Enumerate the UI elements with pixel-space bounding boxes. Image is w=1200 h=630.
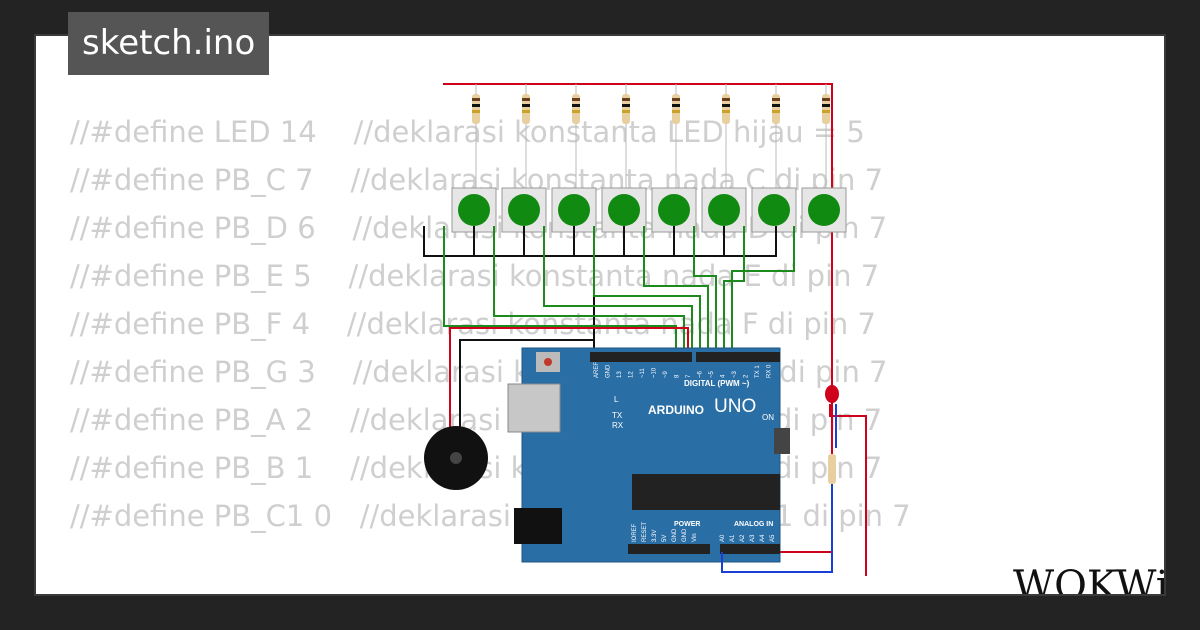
analog-label: ANALOG IN: [734, 521, 773, 528]
pin-label: A2: [740, 534, 746, 542]
pushbutton-icon[interactable]: [801, 187, 847, 233]
pin-label: 8: [675, 374, 681, 378]
wire-black-buzzer: [459, 339, 595, 428]
resistor-icon[interactable]: [572, 84, 580, 194]
tx-label: TX: [612, 411, 623, 420]
pin-label: 12: [629, 371, 635, 378]
digital-label: DIGITAL (PWM ~): [684, 379, 750, 388]
microcontroller-chip: [632, 474, 780, 510]
pin-label: 5V: [662, 535, 668, 542]
reset-button-cap: [544, 358, 552, 366]
pushbutton-icon[interactable]: [451, 187, 497, 233]
circuit-diagram: ARDUINO UNO ON L TX RX DIGITAL (PWM ~) P…: [423, 83, 867, 576]
pin-label: AREF: [594, 362, 600, 378]
header-analog: [720, 544, 780, 554]
header-power: [628, 544, 710, 554]
pin-label: 2: [744, 374, 750, 378]
usb-port: [507, 383, 561, 433]
pushbutton-icon[interactable]: [751, 187, 797, 233]
pin-label: A3: [750, 534, 756, 542]
pin-label: GND: [672, 528, 678, 542]
buzzer[interactable]: [424, 426, 488, 490]
board-model: UNO: [714, 396, 756, 417]
resistor-icon[interactable]: [622, 84, 630, 194]
power-pin-labels: IOREF RESET 3.3V 5V GND GND Vin: [632, 522, 698, 542]
pin-label: ~6: [698, 370, 704, 378]
code-line: //#define PB_E 5 //deklarasi konstanta n…: [70, 259, 880, 293]
pin-label: GND: [606, 364, 612, 378]
wokwi-logo: WOKWi: [1013, 563, 1166, 596]
pushbutton-icon[interactable]: [601, 187, 647, 233]
resistor-icon: [828, 454, 836, 484]
rx-label: RX: [612, 421, 624, 430]
code-line: //#define PB_C 7 //deklarasi konstanta n…: [70, 163, 884, 197]
preview-card: //#define LED 14 //deklarasi konstanta L…: [34, 34, 1166, 596]
board-brand: ARDUINO: [648, 403, 704, 417]
led-resistor[interactable]: [721, 454, 836, 573]
pin-label: ~9: [663, 370, 669, 378]
icsp-header: [774, 428, 790, 454]
resistor-icon[interactable]: [672, 84, 680, 194]
pin-label: ~3: [732, 370, 738, 378]
wire-red-buzzer: [449, 327, 689, 428]
wire-black-bus: [423, 226, 777, 354]
pin-label: 4: [721, 374, 727, 378]
pin-label: ~10: [652, 367, 658, 378]
pin-label: 7: [686, 374, 692, 378]
on-label: ON: [762, 413, 774, 422]
pin-label: Vin: [692, 533, 698, 542]
resistor-icon[interactable]: [472, 84, 480, 194]
pin-label: A4: [760, 534, 766, 542]
pin-label: 3.3V: [652, 530, 658, 542]
pin-label: RESET: [642, 522, 648, 542]
pushbutton-row: [451, 187, 847, 233]
pushbutton-icon[interactable]: [501, 187, 547, 233]
header-top-left: [590, 352, 692, 362]
pin-label: A0: [720, 534, 726, 542]
analog-pin-labels: A0 A1 A2 A3 A4 A5: [720, 534, 776, 542]
pin-label: IOREF: [632, 523, 638, 542]
led-red-icon: [825, 385, 839, 403]
top-pin-labels: AREF GND 13 12 ~11 ~10 ~9 8 7 ~6 ~5 4 ~3 2 TX 1 RX 0: [594, 362, 773, 378]
wokwi-logo-text: WOKWi: [1013, 563, 1166, 596]
pin-label: A5: [770, 534, 776, 542]
pin-label: ~5: [709, 370, 715, 378]
code-line: //#define PB_F 4 //deklarasi konstanta n…: [70, 307, 876, 341]
resistor-icon[interactable]: [822, 84, 830, 194]
pin-label: GND: [682, 528, 688, 542]
pin-label: TX 1: [755, 365, 761, 378]
pin-label: ~11: [640, 368, 646, 378]
resistor-icon[interactable]: [722, 84, 730, 194]
pushbutton-icon[interactable]: [701, 187, 747, 233]
resistor-icon[interactable]: [522, 84, 530, 194]
pin-label: RX 0: [767, 364, 773, 378]
arduino-uno-board[interactable]: ARDUINO UNO ON L TX RX DIGITAL (PWM ~) P…: [507, 347, 790, 563]
power-label: POWER: [674, 521, 700, 528]
pushbutton-icon[interactable]: [551, 187, 597, 233]
l-label: L: [614, 395, 619, 404]
led-red[interactable]: [825, 385, 867, 576]
power-jack: [514, 508, 562, 544]
pushbutton-icon[interactable]: [651, 187, 697, 233]
resistor-row: [472, 84, 830, 194]
resistor-icon[interactable]: [772, 84, 780, 194]
pin-label: 13: [617, 371, 623, 378]
pin-label: A1: [730, 534, 736, 542]
header-top-right: [696, 352, 780, 362]
wire-green-group: [443, 226, 795, 354]
file-tab[interactable]: sketch.ino: [68, 12, 270, 75]
